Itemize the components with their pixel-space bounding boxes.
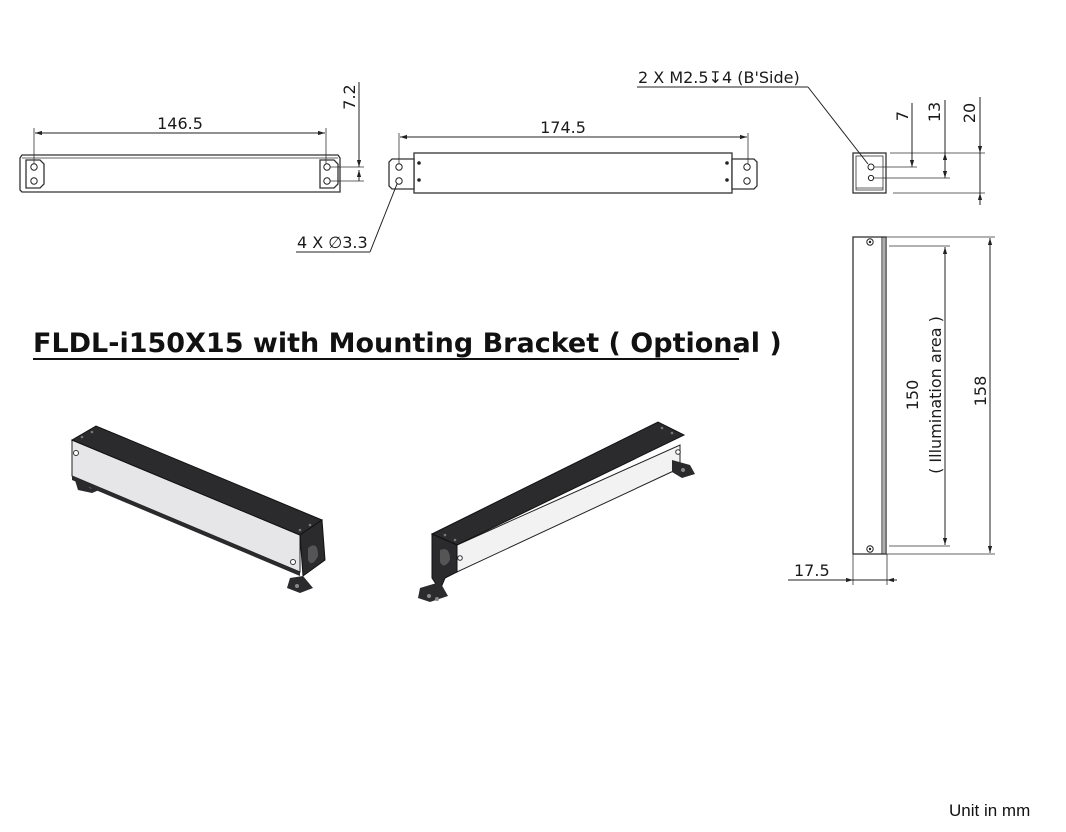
dim-174-5: 174.5	[540, 118, 586, 137]
top-view: 150 ( Illumination area ) 158 17.5	[788, 236, 995, 585]
hole-callout: 4 X ∅3.3	[297, 233, 368, 252]
unit-note: Unit in mm	[949, 801, 1030, 820]
dim-150: 150	[903, 380, 922, 411]
illumination-area-label: ( Illumination area )	[926, 316, 945, 474]
isometric-view-left	[70, 425, 326, 593]
dim-146-5: 146.5	[157, 114, 203, 133]
dim-17-5: 17.5	[794, 561, 830, 580]
dim-20: 20	[960, 103, 979, 123]
drawing-title: FLDL-i150X15 with Mounting Bracket ( Opt…	[33, 328, 782, 359]
front-view: 174.5 4 X ∅3.3	[296, 118, 758, 253]
dim-13: 13	[925, 102, 944, 122]
dim-7-2: 7.2	[340, 84, 359, 109]
isometric-view-right	[418, 421, 695, 602]
dim-7: 7	[893, 111, 912, 121]
side-view: 2 X M2.5↧4 (B'Side) 7 13 20	[637, 68, 985, 205]
bottom-view: 146.5 7.2	[19, 82, 364, 193]
tap-callout: 2 X M2.5↧4 (B'Side)	[638, 68, 800, 87]
dim-158: 158	[971, 376, 990, 407]
